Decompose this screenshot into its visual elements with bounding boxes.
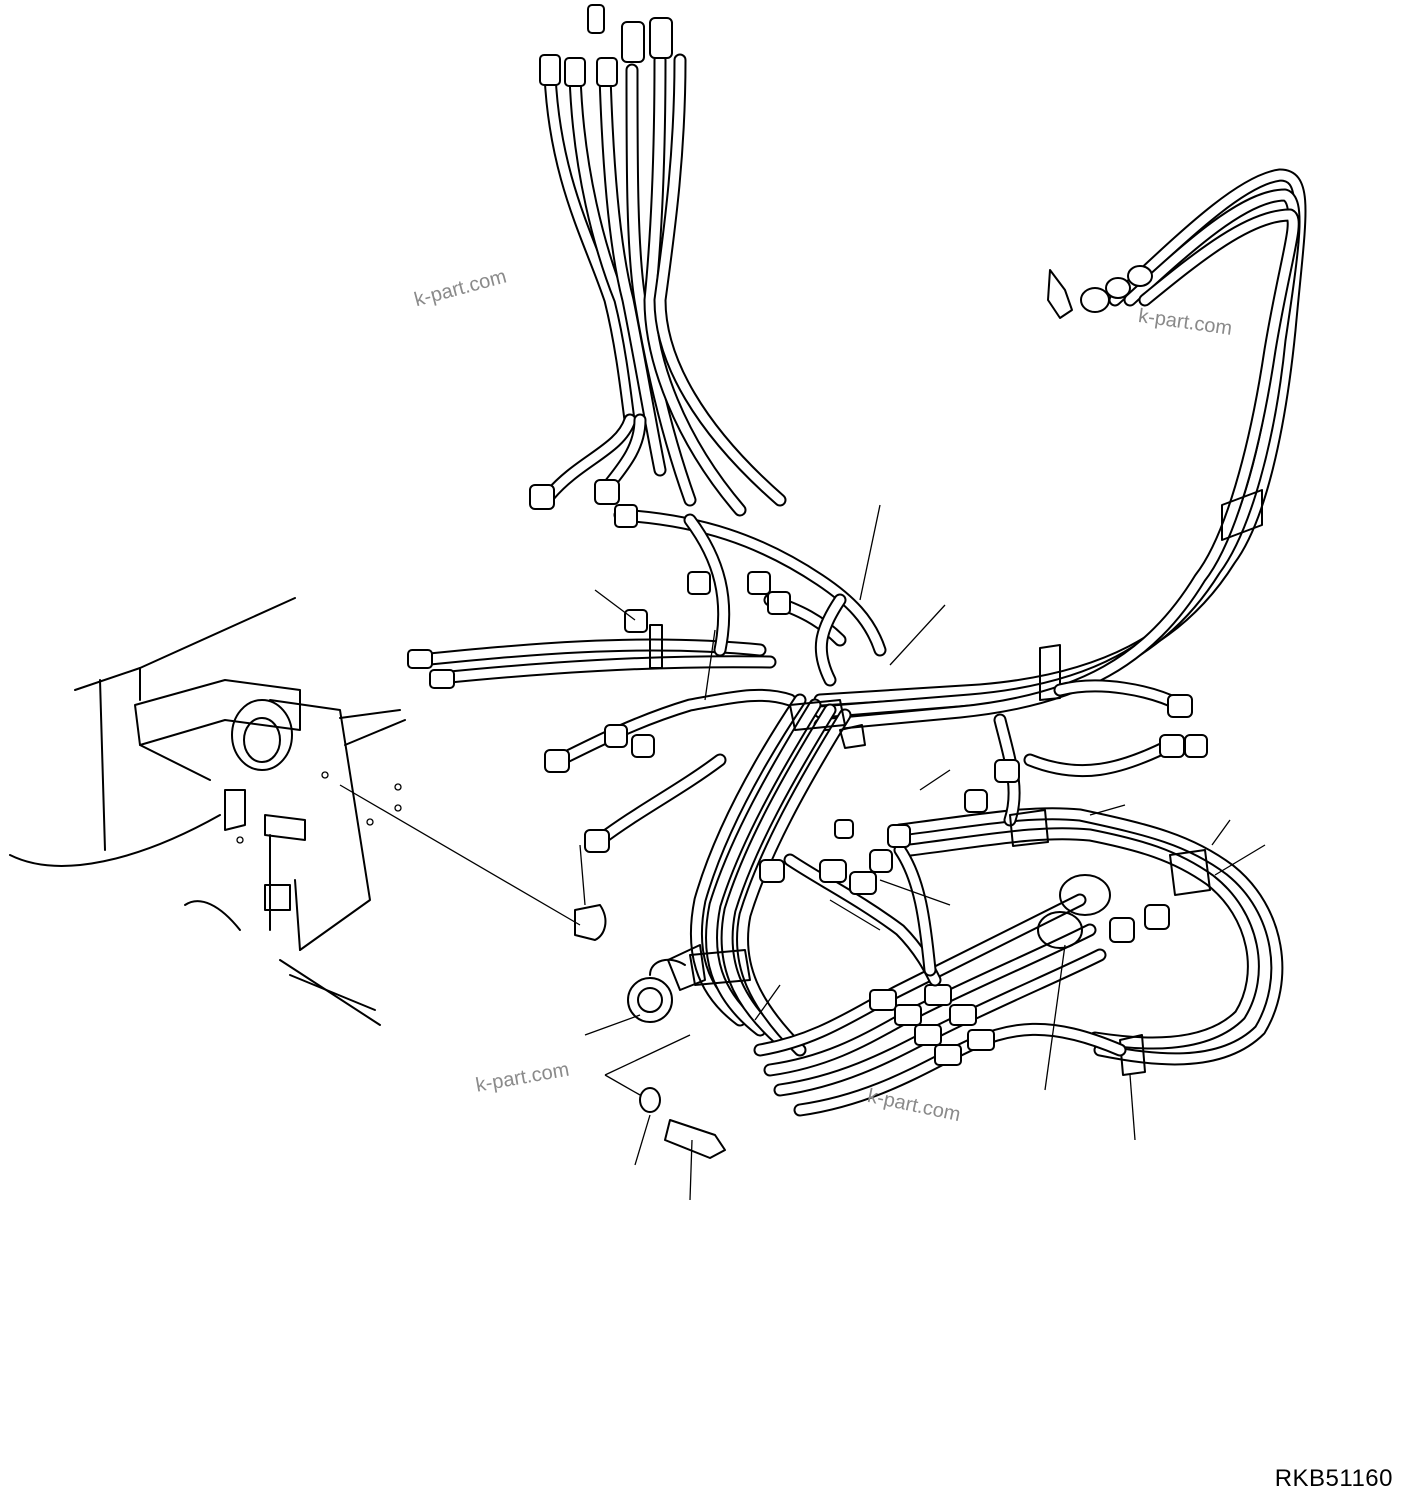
right-loop-hoses (813, 168, 1307, 732)
drawing-code-label: RKB51160 (1274, 1465, 1393, 1492)
middle-cross-hoses (407, 504, 887, 853)
lower-right-hoses (893, 679, 1284, 1076)
upper-hose-bundle (529, 4, 787, 517)
leader-lines (579, 504, 1266, 1201)
frame-structure (9, 597, 581, 1026)
bottom-connector-bank (753, 874, 1170, 1117)
center-clamps (574, 789, 988, 1159)
center-hose-bundle (689, 693, 866, 1057)
